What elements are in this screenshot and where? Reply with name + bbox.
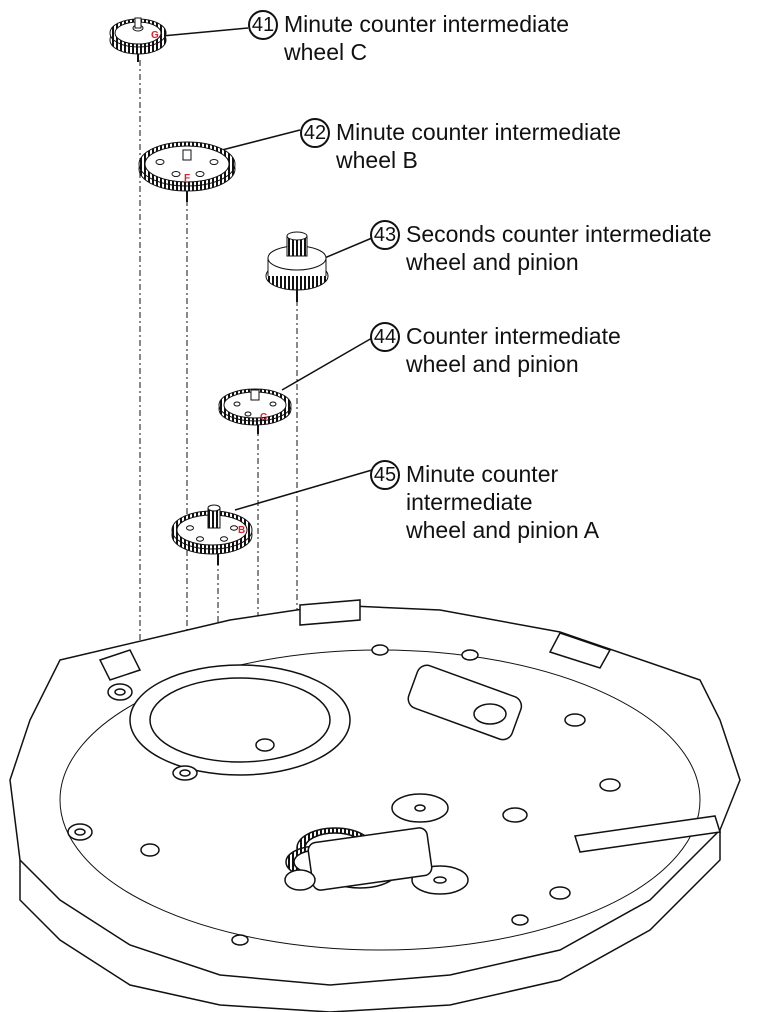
part-letter-g: G [151, 30, 159, 41]
wheel-43-seconds-counter-intermediate-wheel-and-pinion [265, 231, 329, 302]
movement-base [9, 599, 741, 1012]
callout-label-line: Minute counter intermediate [336, 119, 622, 145]
callout-label-line: intermediate [406, 489, 533, 515]
callout-number-badge: 41 [248, 10, 278, 40]
callout-label-line: Counter intermediate [406, 323, 621, 349]
callout-number-badge: 42 [300, 118, 330, 148]
callout-label-line: wheel C [284, 39, 368, 65]
callout-label-line: wheel B [336, 147, 418, 173]
callout-label-line: Minute counter intermediate [284, 11, 570, 37]
wheel-45-minute-counter-intermediate-wheel-and-pinion-a: B [171, 504, 253, 565]
callout-label-line: wheel and pinion [406, 351, 579, 377]
callout-45: 45 Minute counter intermediate wheel and… [370, 460, 599, 544]
part-letter-b: B [238, 525, 245, 536]
callout-number-badge: 43 [370, 220, 400, 250]
callout-43: 43 Seconds counter intermediate wheel an… [370, 220, 712, 276]
callout-44: 44 Counter intermediate wheel and pinion [370, 322, 621, 378]
leader-lines [161, 27, 373, 511]
wheel-41-minute-counter-intermediate-wheel-c: G [109, 17, 167, 62]
callout-number-badge: 44 [370, 322, 400, 352]
part-letter-f: F [184, 173, 190, 184]
callout-42: 42 Minute counter intermediate wheel B [300, 118, 621, 174]
callout-number-badge: 45 [370, 460, 400, 490]
wheel-42-minute-counter-intermediate-wheel-b: F [138, 141, 236, 202]
callout-41: 41 Minute counter intermediate wheel C [248, 10, 569, 66]
callout-label-line: Minute counter [406, 461, 559, 487]
callout-label-line: Seconds counter intermediate [406, 221, 712, 247]
callout-label-line: wheel and pinion A [406, 517, 600, 543]
part-letter-c: C [260, 412, 267, 423]
callout-label-line: wheel and pinion [406, 249, 579, 275]
wheel-44-counter-intermediate-wheel-and-pinion: C [218, 388, 292, 434]
